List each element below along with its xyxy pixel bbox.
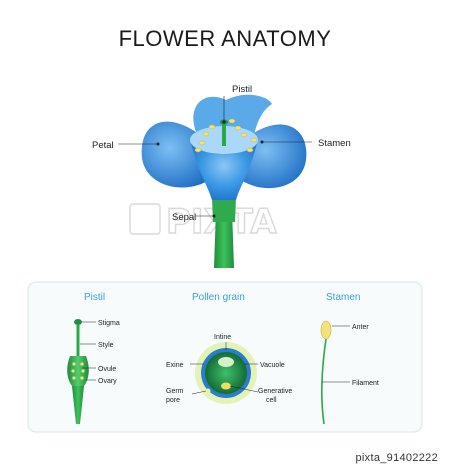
page-title: FLOWER ANATOMY bbox=[118, 26, 332, 51]
sepal-shape bbox=[212, 198, 236, 222]
flower bbox=[141, 94, 307, 268]
anther-shape bbox=[320, 320, 332, 340]
label-pistil: Pistil bbox=[232, 84, 252, 95]
flower-tube bbox=[190, 138, 258, 200]
label-filament: Filament bbox=[352, 380, 379, 387]
label-stigma: Stigma bbox=[98, 320, 120, 327]
label-cell: cell bbox=[266, 397, 277, 404]
label-stamen: Stamen bbox=[318, 138, 351, 149]
label-petal: Petal bbox=[92, 140, 114, 151]
germ-pore-shape bbox=[205, 388, 211, 394]
ovary-shape bbox=[67, 356, 89, 386]
image-id: pixta_91402222 bbox=[355, 452, 438, 464]
label-pore: pore bbox=[166, 397, 180, 404]
watermark-logo-icon bbox=[129, 203, 161, 235]
pistil-detail: Pistil Stigma Style Ovule Ovary bbox=[67, 292, 120, 424]
ovules bbox=[71, 362, 85, 380]
label-ovary: Ovary bbox=[98, 378, 117, 385]
label-style: Style bbox=[98, 342, 114, 349]
pistil-stalk bbox=[72, 386, 84, 424]
stamen-title: Stamen bbox=[326, 292, 360, 303]
stigma-shape bbox=[74, 319, 82, 325]
generative-cell-shape bbox=[221, 382, 231, 390]
pollen-grain-detail: Pollen grain Intine Exine Vacuole Germ p… bbox=[166, 292, 292, 404]
label-ovule: Ovule bbox=[98, 366, 116, 373]
vacuole-shape bbox=[218, 357, 234, 367]
filament-shape bbox=[321, 338, 327, 425]
label-vacuole: Vacuole bbox=[260, 362, 285, 369]
flower-stem bbox=[214, 210, 234, 268]
cytoplasm-shape bbox=[205, 352, 247, 394]
style-shape bbox=[76, 324, 80, 356]
watermark: PIXTA bbox=[129, 201, 278, 243]
stamen-detail: Stamen Anter Filament bbox=[320, 292, 379, 425]
label-germ: Germ bbox=[166, 388, 184, 395]
pollen-title: Pollen grain bbox=[192, 292, 245, 303]
label-anter: Anter bbox=[352, 324, 369, 331]
label-exine: Exine bbox=[166, 362, 184, 369]
id-bar bbox=[0, 447, 450, 469]
flower-pistil bbox=[222, 122, 226, 146]
label-sepal: Sepal bbox=[172, 212, 196, 223]
flower-stamens bbox=[194, 118, 258, 153]
label-generative: Generative bbox=[258, 388, 292, 395]
pistil-title: Pistil bbox=[84, 292, 105, 303]
label-intine: Intine bbox=[214, 334, 231, 341]
